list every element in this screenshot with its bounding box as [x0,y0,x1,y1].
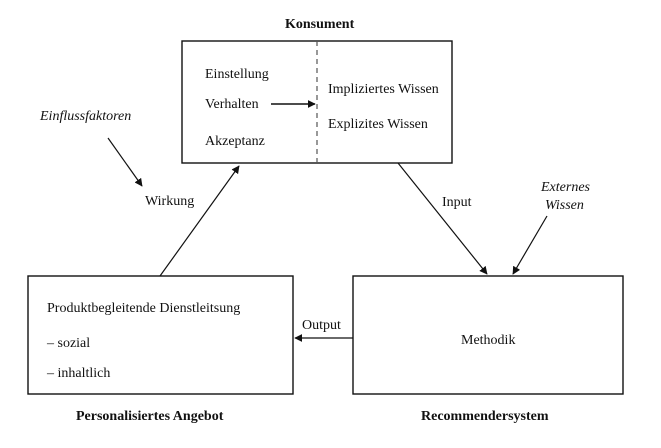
wissen-label: Wissen [545,198,584,213]
offer-item-inhaltlich: – inhaltlich [47,366,111,381]
recommender-title: Recommendersystem [421,409,549,424]
input-arrow [397,162,488,275]
einflussfaktoren-arrow [107,137,143,187]
recommender-box [352,275,624,395]
consumer-item-einstellung: Einstellung [205,67,269,82]
wirkung-label: Wirkung [145,194,195,209]
consumer-item-explizites-wissen: Explizites Wissen [328,117,428,132]
recommender-body: Methodik [461,333,516,348]
wirkung-arrow [159,165,240,277]
externes-wissen-arrow [512,215,548,275]
offer-heading: Produktbegleitende Dienstleitsung [47,301,241,316]
consumer-item-verhalten: Verhalten [205,97,259,112]
output-label: Output [302,318,341,333]
offer-item-sozial: – sozial [47,336,91,351]
consumer-item-impliziertes-wissen: Impliziertes Wissen [328,82,439,97]
offer-title: Personalisiertes Angebot [76,409,224,424]
consumer-title: Konsument [285,17,355,32]
einflussfaktoren-label: Einflussfaktoren [40,109,132,124]
input-label: Input [442,195,472,210]
consumer-item-akzeptanz: Akzeptanz [205,134,265,149]
externes-label: Externes [541,180,590,195]
